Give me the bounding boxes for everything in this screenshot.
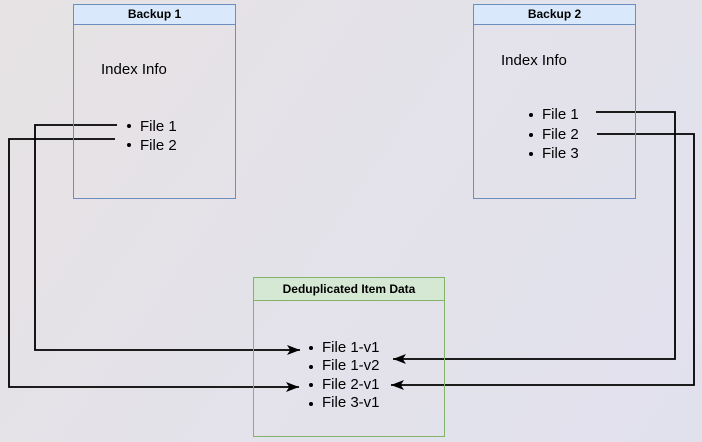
- list-item: File 2: [529, 125, 579, 143]
- list-item: File 2-v1: [309, 375, 380, 393]
- dedup-title: Deduplicated Item Data: [254, 278, 444, 301]
- list-item: File 1: [529, 106, 579, 124]
- backup2-box: Backup 2 Index Info File 1 File 2 File 3: [473, 4, 636, 199]
- backup1-index-info-label: Index Info: [101, 61, 167, 78]
- backup1-file-list: File 1 File 2: [127, 117, 177, 155]
- list-item: File 1: [127, 117, 177, 135]
- list-item: File 3: [529, 145, 579, 163]
- list-item: File 1-v2: [309, 357, 380, 375]
- backup2-index-info-label: Index Info: [501, 52, 567, 69]
- backup1-box: Backup 1 Index Info File 1 File 2: [73, 4, 236, 199]
- dedup-file-list: File 1-v1 File 1-v2 File 2-v1 File 3-v1: [309, 338, 380, 413]
- dedup-box: Deduplicated Item Data File 1-v1 File 1-…: [253, 277, 445, 437]
- list-item: File 1-v1: [309, 338, 380, 356]
- list-item: File 3-v1: [309, 394, 380, 412]
- list-item: File 2: [127, 136, 177, 154]
- backup2-file-list: File 1 File 2 File 3: [529, 105, 579, 164]
- backup1-title: Backup 1: [74, 5, 235, 25]
- backup2-title: Backup 2: [474, 5, 635, 25]
